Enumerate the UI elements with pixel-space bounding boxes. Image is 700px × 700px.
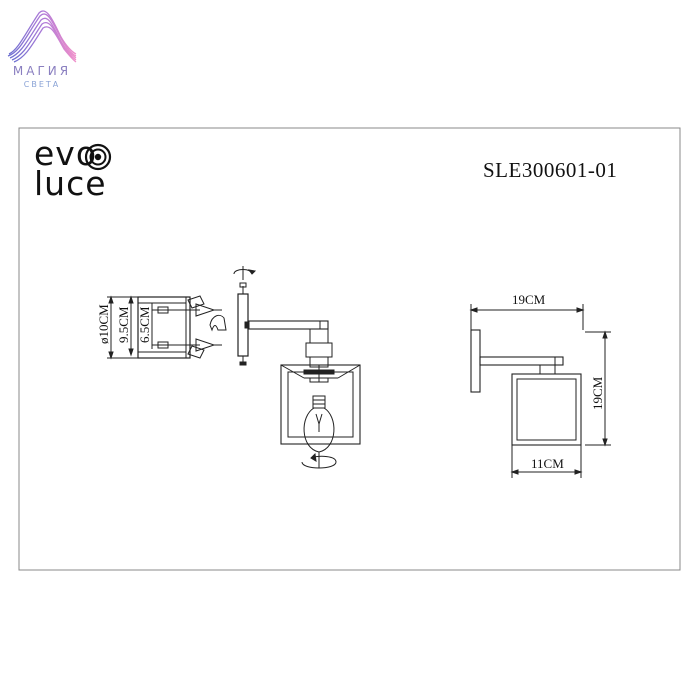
dim-spacing-outer-label: 9.5CM [116,306,131,343]
brand-mark-icon [84,143,112,171]
dim-height-label: 19CM [590,376,605,410]
dim-width-label: 19CM [512,292,546,307]
model-number: SLE300601-01 [483,158,618,182]
dim-shade-width-label: 11CM [531,456,564,471]
lamp-assembly [247,320,361,469]
brand-line1: evo [34,134,98,173]
watermark-subtitle: СВЕТА [23,80,61,89]
watermark-title: МАГИЯ [12,64,72,78]
mount-detail [107,266,257,366]
dimension-drawing [469,304,611,478]
watermark-wave-icon [7,10,77,63]
dim-spacing-inner-label: 6.5CM [137,306,152,343]
brand-line2: luce [34,164,107,203]
dim-diameter-label: ø10CM [96,304,111,344]
